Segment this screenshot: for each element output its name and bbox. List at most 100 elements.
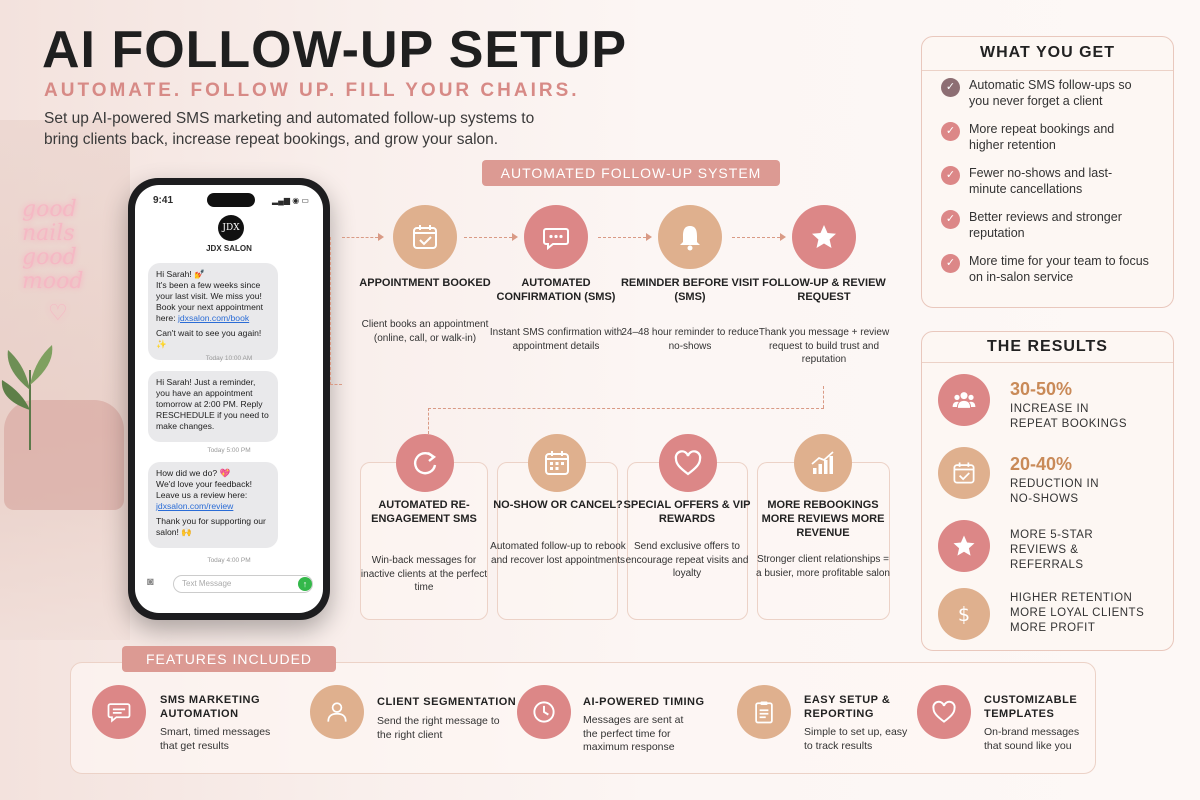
person-icon — [310, 685, 364, 739]
calendar-check-icon — [393, 205, 457, 269]
step-title: APPOINTMENT BOOKED — [359, 277, 491, 289]
connector-line — [330, 384, 342, 385]
connector-line — [823, 386, 824, 408]
feature-title: CLIENT SEGMENTATION — [377, 696, 517, 708]
heart-icon — [917, 685, 971, 739]
neon-sign: good nails good mood — [22, 197, 84, 294]
star-icon — [938, 520, 990, 572]
step-title: REMINDER BEFORE VISIT (SMS) — [620, 277, 760, 303]
intro-text: Set up AI-powered SMS marketing and auto… — [44, 110, 535, 148]
message-timestamp: Today 4:00 PM — [207, 557, 251, 564]
step-title: AUTOMATED CONFIRMATION (SMS) — [496, 277, 616, 303]
step-desc: Thank you message + review request to bu… — [758, 327, 890, 365]
booking-link[interactable]: jdxsalon.com/book — [177, 313, 250, 323]
result-text: MORE 5-STAR REVIEWS & REFERRALS — [1010, 529, 1094, 571]
tagline: AUTOMATE. FOLLOW UP. FILL YOUR CHAIRS. — [44, 80, 580, 101]
message-bubble: Hi Sarah! 💅It's been a few weeks since y… — [148, 263, 278, 360]
review-link[interactable]: jdxsalon.com/review — [156, 501, 234, 511]
step-title: MORE REBOOKINGS MORE REVIEWS MORE REVENU… — [761, 499, 885, 539]
refresh-icon — [396, 434, 454, 492]
step-title: SPECIAL OFFERS & VIP REWARDS — [623, 499, 751, 525]
results-panel: THE RESULTS 30-50% INCREASE IN REPEAT BO… — [921, 331, 1174, 651]
connector-line — [464, 237, 512, 238]
dollar-icon: $ — [938, 588, 990, 640]
feature-desc: Messages are sent at the perfect time fo… — [583, 714, 684, 753]
feature-title: AI-POWERED TIMING — [583, 696, 705, 708]
connector-line — [598, 237, 646, 238]
step-title: AUTOMATED RE-ENGAGEMENT SMS — [371, 499, 477, 525]
message-bubble: How did we do? 💖We'd love your feedback!… — [148, 462, 278, 548]
connector-line — [342, 237, 378, 238]
step-title: FOLLOW-UP & REVIEW REQUEST — [762, 277, 886, 303]
check-icon: ✓ — [941, 254, 960, 273]
feature-desc: Send the right message to the right clie… — [377, 715, 500, 741]
feature-desc: Smart, timed messages that get results — [160, 726, 271, 752]
arrow-icon — [512, 233, 518, 241]
benefit-item: Better reviews and stronger reputation — [969, 210, 1122, 240]
connector-line — [428, 408, 824, 409]
step-desc: Stronger client relationships = a busier… — [756, 554, 890, 579]
benefit-item: Automatic SMS follow-ups so you never fo… — [969, 78, 1132, 108]
step-desc: 24–48 hour reminder to reduce no-shows — [621, 327, 759, 352]
calendar-icon — [528, 434, 586, 492]
feature-desc: Simple to set up, easy to track results — [804, 726, 908, 752]
connector-line — [732, 237, 780, 238]
what-you-get-panel: WHAT YOU GET ✓ Automatic SMS follow-ups … — [921, 36, 1174, 308]
clock-icon — [517, 685, 571, 739]
step-desc: Send exclusive offers to encourage repea… — [625, 541, 749, 579]
connector-line — [428, 408, 429, 434]
camera-icon[interactable]: ◙ — [147, 576, 154, 588]
step-desc: Win-back messages for inactive clients a… — [360, 555, 488, 593]
chair-decoration — [4, 400, 124, 510]
divider — [922, 70, 1173, 71]
feature-title: SMS MARKETING AUTOMATION — [160, 694, 260, 720]
heart-icon — [659, 434, 717, 492]
people-icon — [938, 374, 990, 426]
feature-title: CUSTOMIZABLE TEMPLATES — [984, 694, 1078, 720]
result-value: 20-40% — [1010, 454, 1073, 474]
check-icon: ✓ — [941, 122, 960, 141]
phone-screen: 9:41 ▂▄▆ ◉ ▭ JDX JDX SALON Hi Sarah! 💅It… — [135, 185, 323, 613]
check-icon: ✓ — [941, 210, 960, 229]
dynamic-island — [207, 193, 255, 207]
benefit-item: More repeat bookings and higher retentio… — [969, 122, 1115, 152]
result-text: HIGHER RETENTION MORE LOYAL CLIENTS MORE… — [1010, 592, 1145, 634]
message-icon — [92, 685, 146, 739]
system-label: AUTOMATED FOLLOW-UP SYSTEM — [482, 160, 780, 186]
status-time: 9:41 — [153, 195, 174, 206]
check-icon: ✓ — [941, 78, 960, 97]
salon-logo: JDX — [218, 215, 244, 241]
divider — [922, 362, 1173, 363]
star-icon — [792, 205, 856, 269]
benefit-item: More time for your team to focus on in-s… — [969, 254, 1149, 284]
page-title: AI FOLLOW-UP SETUP — [42, 21, 628, 79]
feature-title: EASY SETUP & REPORTING — [804, 694, 891, 720]
step-title: NO-SHOW OR CANCEL? — [493, 499, 623, 511]
panel-title: THE RESULTS — [987, 338, 1108, 355]
svg-text:$: $ — [958, 603, 970, 626]
contact-name: JDX SALON — [206, 244, 252, 253]
connector-line — [330, 237, 331, 385]
step-desc: Instant SMS confirmation with appointmen… — [489, 327, 623, 352]
result-text: REDUCTION IN NO-SHOWS — [1010, 478, 1100, 505]
bell-icon — [658, 205, 722, 269]
step-desc: Automated follow-up to rebook and recove… — [490, 541, 626, 566]
panel-title: WHAT YOU GET — [980, 44, 1115, 61]
feature-desc: On-brand messages that sound like you — [984, 726, 1080, 752]
neon-heart-icon: ♡ — [48, 300, 68, 325]
check-icon: ✓ — [941, 166, 960, 185]
arrow-icon — [780, 233, 786, 241]
signal-battery-icon: ▂▄▆ ◉ ▭ — [272, 196, 309, 205]
growth-chart-icon — [794, 434, 852, 492]
result-value: 30-50% — [1010, 379, 1073, 399]
message-input[interactable]: Text Message — [173, 575, 313, 593]
features-label: FEATURES INCLUDED — [122, 646, 336, 672]
benefit-item: Fewer no-shows and last-minute cancellat… — [969, 166, 1113, 196]
calendar-check-icon — [938, 447, 990, 499]
chat-bubble-icon — [524, 205, 588, 269]
message-timestamp: Today 5:00 PM — [207, 447, 251, 454]
clipboard-icon — [737, 685, 791, 739]
result-text: INCREASE IN REPEAT BOOKINGS — [1010, 403, 1127, 430]
send-icon[interactable]: ↑ — [298, 577, 312, 591]
message-timestamp: Today 10:00 AM — [205, 355, 253, 362]
